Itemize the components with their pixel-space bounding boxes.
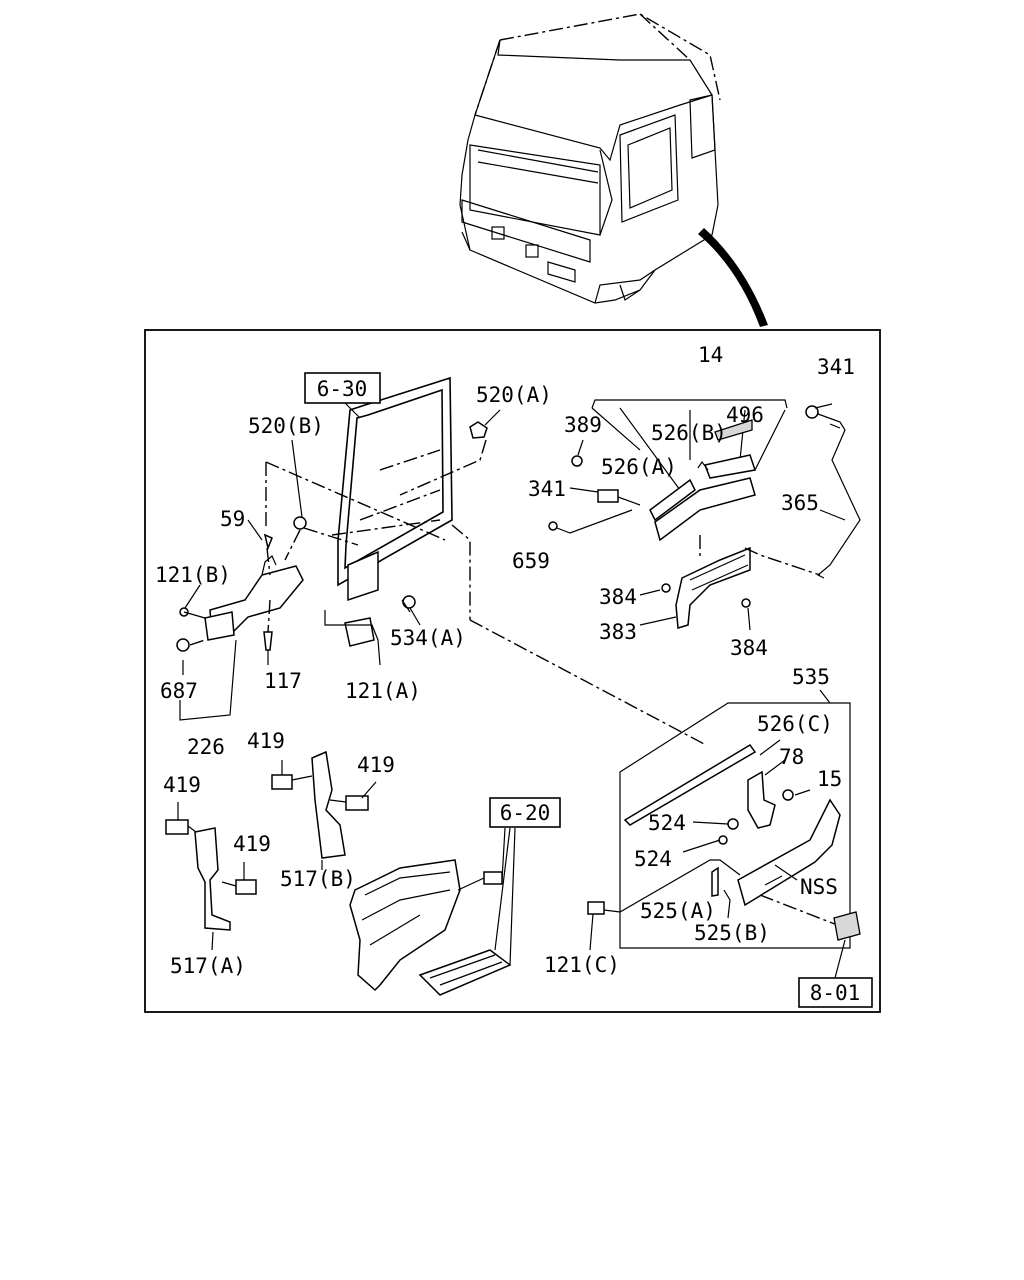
- callout-419-a: 419: [247, 729, 285, 753]
- bracket-517a: [165, 819, 257, 931]
- callout-78: 78: [779, 745, 804, 769]
- callout-nss: NSS: [800, 875, 838, 899]
- ref-box-6-30[interactable]: 6-30: [304, 372, 381, 404]
- ref-label-6-20: 6-20: [500, 801, 551, 825]
- callouts: 520(A) 520(B) 59 121(B) 687 117 226 534(…: [155, 343, 855, 978]
- callout-526c: 526(C): [757, 712, 833, 736]
- callout-341-left: 341: [528, 477, 566, 501]
- door-frame: [331, 376, 471, 620]
- callout-419-d: 419: [233, 832, 271, 856]
- door-small-parts: [324, 421, 488, 666]
- callout-659: 659: [512, 549, 550, 573]
- callout-365: 365: [781, 491, 819, 515]
- callout-524-top: 524: [648, 811, 686, 835]
- ref-box-6-20[interactable]: 6-20: [489, 797, 561, 828]
- ref-label-8-01: 8-01: [810, 981, 861, 1005]
- callout-389: 389: [564, 413, 602, 437]
- hinge-assembly: [176, 439, 487, 652]
- bracket-517b: [271, 750, 369, 859]
- callout-687: 687: [160, 679, 198, 703]
- callout-383: 383: [599, 620, 637, 644]
- callout-419-c: 419: [163, 773, 201, 797]
- callout-524-bottom: 524: [634, 847, 672, 871]
- callout-534a: 534(A): [390, 626, 466, 650]
- callout-121b: 121(B): [155, 563, 231, 587]
- callout-526a: 526(A): [601, 455, 677, 479]
- callout-517b: 517(B): [280, 867, 356, 891]
- callout-520b: 520(B): [248, 414, 324, 438]
- callout-526b: 526(B): [651, 421, 727, 445]
- callout-59: 59: [220, 507, 245, 531]
- leader-lines: [177, 403, 846, 951]
- ref-box-8-01[interactable]: 8-01: [798, 977, 873, 1008]
- callout-384-right: 384: [730, 636, 768, 660]
- callout-15: 15: [817, 767, 842, 791]
- step-cover-group: [548, 399, 861, 629]
- callout-419-b: 419: [357, 753, 395, 777]
- callout-226: 226: [187, 735, 225, 759]
- callout-517a: 517(A): [170, 954, 246, 978]
- callout-14: 14: [698, 343, 723, 367]
- ref-label-6-30: 6-30: [317, 377, 368, 401]
- step-assembly: [349, 827, 516, 996]
- callout-341-right: 341: [817, 355, 855, 379]
- callout-535: 535: [792, 665, 830, 689]
- truck-cab-illustration: [459, 13, 768, 327]
- callout-117: 117: [264, 669, 302, 693]
- callout-525a: 525(A): [640, 899, 716, 923]
- callout-121c: 121(C): [544, 953, 620, 977]
- callout-496: 496: [726, 403, 764, 427]
- callout-121a: 121(A): [345, 679, 421, 703]
- callout-525b: 525(B): [694, 921, 770, 945]
- main-frame: [144, 329, 881, 1013]
- callout-384-left: 384: [599, 585, 637, 609]
- callout-520a: 520(A): [476, 383, 552, 407]
- handle-assembly: [469, 619, 861, 949]
